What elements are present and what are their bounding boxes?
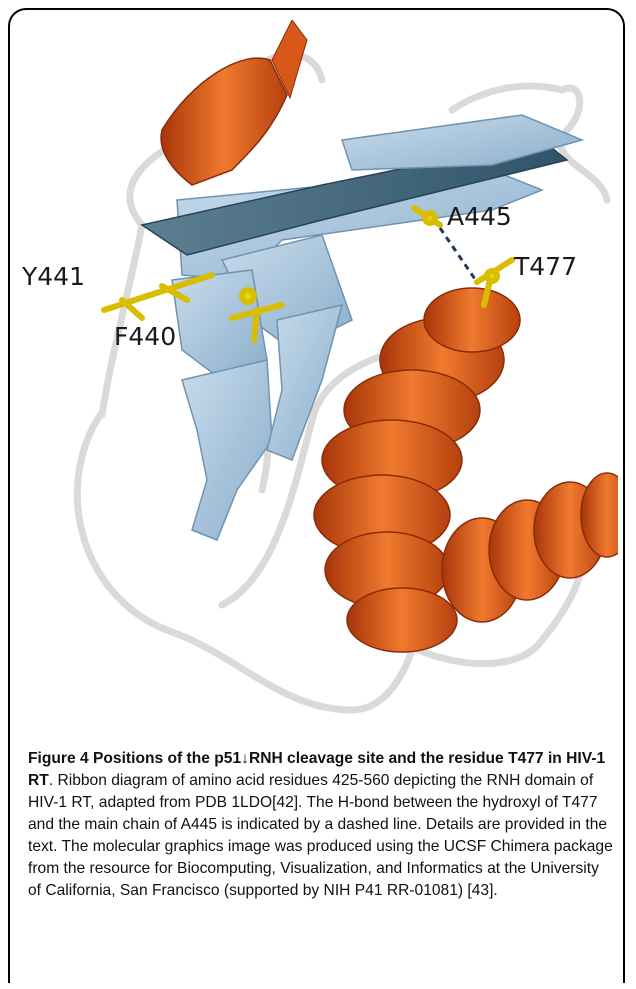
label-a445: A445 [447,202,512,231]
caption-body: . Ribbon diagram of amino acid residues … [28,772,613,899]
figure-image: A445 T477 Y441 F440 [22,20,618,735]
ribbon-diagram: A445 T477 Y441 F440 [22,20,618,735]
figure-frame: A445 T477 Y441 F440 Figure 4 Positions o… [8,8,625,983]
label-f440: F440 [114,322,176,351]
helix-right [442,473,618,622]
label-t477: T477 [513,252,577,281]
figure-caption: Figure 4 Positions of the p51↓RNH cleava… [28,748,616,902]
h-bond-dashed-line [440,228,477,282]
label-y441: Y441 [22,262,85,291]
